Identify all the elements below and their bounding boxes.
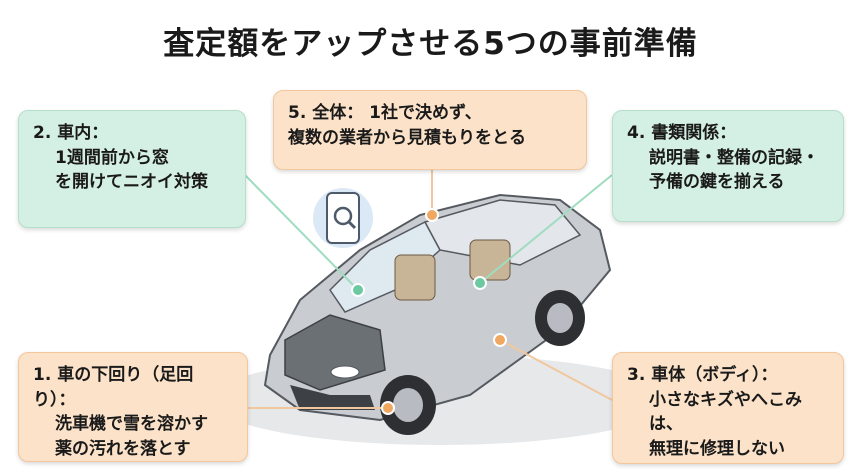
car-front-seat (394, 254, 436, 301)
callout-interior: 2. 車内： 1週間前から窓 を開けてニオイ対策 (18, 110, 246, 228)
connector-body (499, 339, 613, 401)
callout-overall-line-1: 複数の業者から見積もりをとる (288, 127, 526, 148)
connector-interior (244, 174, 359, 291)
callout-underbody-line-1: 洗車機で雪を溶かす (55, 414, 208, 435)
smartphone-search-icon (313, 188, 373, 248)
callout-interior-line-2: を開けてニオイ対策 (55, 172, 208, 193)
car-grille (290, 385, 375, 410)
car-rear-seat (469, 239, 511, 281)
callout-underbody-line-2: 薬の汚れを落とす (55, 438, 191, 459)
callout-documents-head: 4. 書類関係： (627, 123, 737, 143)
connector-documents (479, 174, 613, 284)
callout-body: 3. 車体（ボディ）： 小さなキズやへこみは、 無理に修理しない (612, 352, 844, 464)
marker-body (493, 333, 507, 347)
car-headlight (330, 365, 360, 379)
callout-underbody-head: 1. 車の下回り（足回り）： (33, 365, 194, 410)
callout-documents-line-1: 説明書・整備の記録・ (649, 147, 819, 168)
callout-overall: 5. 全体： 1社で決めず、 複数の業者から見積もりをとる (273, 90, 587, 170)
marker-interior (351, 283, 365, 297)
car-engine (284, 314, 386, 391)
callout-body-line-1: 小さなキズやへこみは、 (649, 389, 802, 435)
callout-interior-line-1: 1週間前から窓 (55, 147, 169, 168)
car-roof (423, 199, 582, 266)
callout-documents-line-2: 予備の鍵を揃える (649, 172, 785, 193)
callout-body-line-2: 無理に修理しない (649, 438, 785, 459)
marker-documents (473, 276, 487, 290)
callout-underbody: 1. 車の下回り（足回り）： 洗車機で雪を溶かす 薬の汚れを落とす (18, 352, 248, 462)
callout-overall-head: 5. 全体： 1社で決めず、 (288, 103, 482, 123)
callout-body-head: 3. 車体（ボディ）： (627, 365, 778, 385)
callout-interior-head: 2. 車内： (33, 123, 109, 143)
marker-overall (425, 208, 439, 222)
car-front-wheel-rim (393, 388, 423, 422)
car-rear-wheel-rim (547, 303, 573, 333)
marker-underbody (381, 401, 395, 415)
page-title: 査定額をアップさせる5つの事前準備 (163, 26, 698, 62)
callout-documents: 4. 書類関係： 説明書・整備の記録・ 予備の鍵を揃える (612, 110, 844, 222)
